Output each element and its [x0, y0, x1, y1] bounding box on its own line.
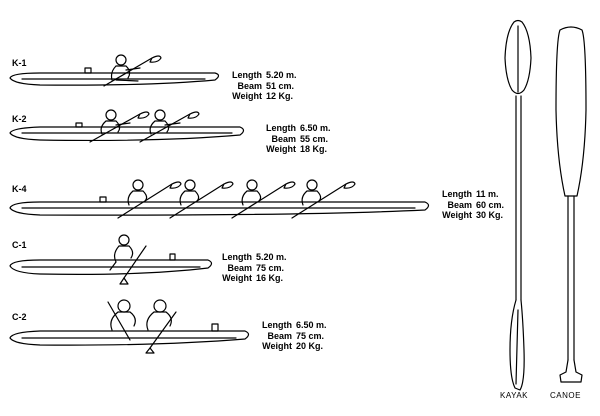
- c2-canoe-illustration: [9, 299, 250, 354]
- weight-label: Weight: [232, 91, 262, 101]
- weight-value: 12 Kg.: [266, 91, 294, 101]
- weight-label: Weight: [442, 210, 472, 220]
- c2-hull: [9, 330, 250, 346]
- k1-kayak-illustration: [9, 54, 220, 87]
- canoe-paddle-caption: CANOE: [550, 391, 581, 400]
- length-value: 11 m.: [476, 189, 499, 199]
- c1-paddler-figure: [109, 234, 134, 271]
- beam-label: Beam: [227, 262, 252, 273]
- c1-paddle-shaft: [123, 245, 147, 279]
- k2-code-label: K-2: [12, 114, 27, 124]
- canoe-paddle-blade: [555, 26, 587, 197]
- k4-kayak-illustration: [9, 179, 430, 219]
- k1-hull: [9, 72, 220, 86]
- canoe-paddle-grip: [559, 359, 583, 383]
- c2-code-label: C-2: [12, 312, 27, 322]
- weight-value: 16 Kg.: [256, 273, 284, 283]
- c2-paddler-rear-figure: [146, 299, 172, 331]
- length-label: Length: [222, 252, 252, 262]
- length-label: Length: [442, 189, 472, 199]
- weight-value: 18 Kg.: [300, 144, 328, 154]
- k1-paddler-figure: [110, 54, 141, 82]
- c1-spec-block: Length 5.20 m. Beam 75 cm. Weight 16 Kg.: [218, 252, 287, 284]
- beam-value: 75 cm.: [256, 262, 285, 273]
- beam-value: 75 cm.: [296, 330, 325, 341]
- canoe-paddle-illustration: [555, 26, 587, 383]
- weight-label: Weight: [266, 144, 296, 154]
- k4-hull: [9, 201, 430, 216]
- k1-paddle-shaft: [103, 57, 153, 87]
- k4-spec-block: Length 11 m. Beam 60 cm. Weight 30 Kg.: [438, 189, 504, 221]
- weight-value: 20 Kg.: [296, 341, 324, 351]
- k2-spec-block: Length 6.50 m. Beam 55 cm. Weight 18 Kg.: [262, 123, 331, 155]
- k2-paddler-front-figure: [100, 109, 131, 135]
- length-label: Length: [266, 123, 296, 133]
- k1-code-label: K-1: [12, 58, 27, 68]
- c1-hull: [9, 259, 213, 275]
- k2-kayak-illustration: [9, 109, 245, 143]
- weight-label: Weight: [222, 273, 252, 283]
- length-value: 6.50 m.: [296, 320, 327, 330]
- length-value: 5.20 m.: [256, 252, 287, 262]
- length-value: 5.20 m.: [266, 70, 297, 80]
- kayak-paddle-illustration: [504, 19, 532, 391]
- c1-code-label: C-1: [12, 240, 27, 250]
- beam-value: 55 cm.: [300, 133, 329, 144]
- k4-code-label: K-4: [12, 184, 27, 194]
- length-value: 6.50 m.: [300, 123, 331, 133]
- k2-hull: [9, 126, 245, 142]
- beam-label: Beam: [237, 80, 262, 91]
- weight-value: 30 Kg.: [476, 210, 504, 220]
- beam-label: Beam: [267, 330, 292, 341]
- beam-value: 60 cm.: [476, 199, 505, 210]
- kayak-paddle-caption: KAYAK: [500, 391, 528, 400]
- kayak-paddle-bottom-blade: [509, 299, 525, 391]
- weight-label: Weight: [262, 341, 292, 351]
- c2-spec-block: Length 6.50 m. Beam 75 cm. Weight 20 Kg.: [258, 320, 327, 352]
- beam-value: 51 cm.: [266, 80, 295, 91]
- c1-canoe-illustration: [9, 234, 213, 285]
- k1-spec-block: Length 5.20 m. Beam 51 cm. Weight 12 Kg.: [228, 70, 297, 102]
- beam-label: Beam: [447, 199, 472, 210]
- c2-paddler-front-figure: [110, 299, 136, 331]
- kayak-paddle-top-blade: [504, 19, 532, 95]
- length-label: Length: [232, 70, 262, 80]
- length-label: Length: [262, 320, 292, 330]
- beam-label: Beam: [271, 133, 296, 144]
